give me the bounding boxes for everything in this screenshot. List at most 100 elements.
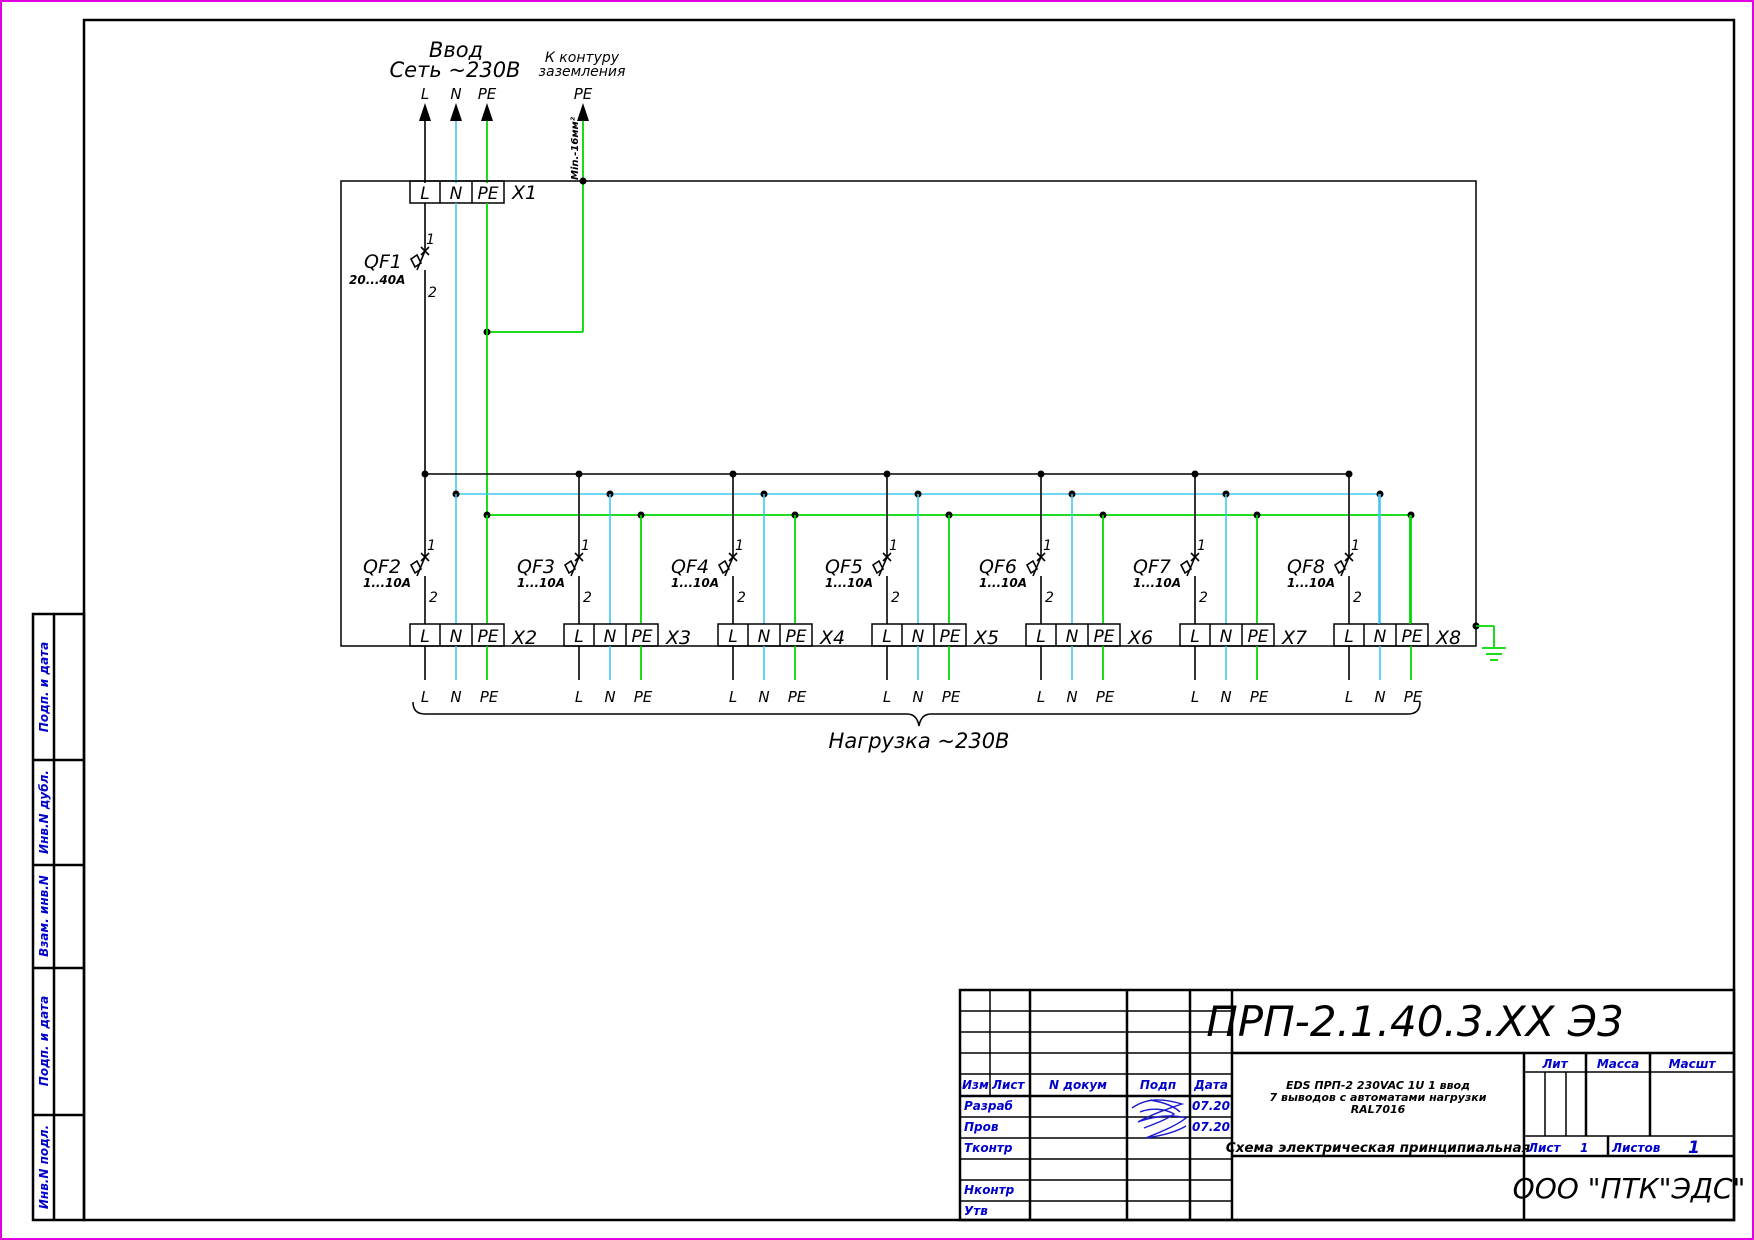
signature-icon (1131, 1099, 1188, 1139)
out-8-pin-1: 1 (1351, 538, 1360, 554)
out-5-cell-n: N (912, 627, 925, 647)
out-5-out-label-n: N (912, 688, 923, 706)
out-6-breaker-trip (1025, 559, 1039, 575)
input-wiring (424, 121, 587, 336)
enclosure-ground (1472, 622, 1506, 661)
out-8-pin-2: 2 (1353, 590, 1362, 606)
out-5-breaker-name: QF5 (825, 556, 863, 578)
tb-desc-2: 7 выводов с автоматами нагрузки (1270, 1091, 1487, 1104)
out-2-breaker-x2 (420, 552, 430, 562)
qf1-rating: 20...40A (349, 273, 405, 287)
out-3-breaker-rating: 1...10A (517, 576, 565, 590)
out-7-terminal-label: X7 (1281, 627, 1307, 649)
out-6-breaker-name: QF6 (979, 556, 1017, 578)
title-block: Изм Лист N докум Подп Дата Разраб Пров Т… (958, 988, 1745, 1222)
out-8-cell-n: N (1374, 627, 1387, 647)
out-2-breaker-rating: 1...10A (363, 576, 411, 590)
side-label-4: Подп. и дата (37, 996, 51, 1086)
out-8-out-label-n: N (1374, 688, 1385, 706)
out-6-breaker-x2 (1036, 552, 1046, 562)
tb-sheet-num: 1 (1580, 1141, 1588, 1155)
out-7-breaker-name: QF7 (1133, 556, 1171, 578)
out-7-pin-2: 2 (1199, 590, 1208, 606)
out-7-breaker-rating: 1...10A (1133, 576, 1181, 590)
tb-row-prov: Пров (964, 1120, 999, 1134)
out-2-terminal (409, 623, 505, 647)
input-label-n: N (450, 85, 461, 103)
load-label: Нагрузка ~230В (829, 729, 1010, 753)
tb-date-2: 07.20 (1192, 1120, 1230, 1134)
out-4-pin-2: 2 (737, 590, 746, 606)
out-3-cell-l: L (574, 627, 583, 647)
arrow-ground-icon (577, 103, 589, 121)
tb-desc-1: EDS ПРП-2 230VAC 1U 1 ввод (1286, 1079, 1470, 1092)
tb-col-list: Лист (991, 1078, 1025, 1092)
out-2-pin-2: 2 (429, 590, 438, 606)
out-3-breaker-name: QF3 (517, 556, 555, 578)
out-6-cell-n: N (1066, 627, 1079, 647)
out-6-pin-2: 2 (1045, 590, 1054, 606)
out-3-breaker-trip (563, 559, 577, 575)
tb-row-tkontr: Тконтр (964, 1141, 1013, 1155)
tb-sheet-label: Лист (1527, 1141, 1561, 1155)
qf1-label: QF1 (364, 251, 402, 273)
out-4-breaker-trip (717, 559, 731, 575)
out-4-breaker-blade (724, 556, 734, 577)
side-label-5: Инв.N подл. (37, 1125, 51, 1209)
tb-lit: Лит (1541, 1057, 1568, 1071)
tb-desc-3: RAL7016 (1351, 1103, 1406, 1116)
out-6-terminal-label: X6 (1127, 627, 1153, 649)
out-6-out-label-l: L (1037, 688, 1045, 706)
tb-sheets-label: Листов (1611, 1141, 1661, 1155)
x1-cell-l: L (420, 184, 429, 204)
out-5-pin-1: 1 (889, 538, 898, 554)
out-2-cell-l: L (420, 627, 429, 647)
out-5-cell-pe: PE (940, 627, 961, 647)
out-8-terminal-label: X8 (1435, 627, 1461, 649)
out-7-breaker-trip (1179, 559, 1193, 575)
out-4-breaker-name: QF4 (671, 556, 709, 578)
out-5-breaker-trip (871, 559, 885, 575)
arrow-pe-icon (481, 103, 493, 121)
ground-title-1: К контуру (545, 50, 620, 66)
out-5-out-label-l: L (883, 688, 891, 706)
out-4-cell-pe: PE (786, 627, 807, 647)
qf1-pin-2: 2 (428, 285, 437, 301)
out-5-pin-2: 2 (891, 590, 900, 606)
out-4-breaker-rating: 1...10A (671, 576, 719, 590)
out-3-out-label-l: L (575, 688, 583, 706)
out-8-out-label-l: L (1345, 688, 1353, 706)
out-5-terminal-label: X5 (973, 627, 999, 649)
tb-row-razrab: Разраб (964, 1099, 1013, 1113)
out-3-pin-1: 1 (581, 538, 590, 554)
qf1-pin-1: 1 (426, 232, 435, 248)
out-3-pin-2: 2 (583, 590, 592, 606)
ground-label-pe: PE (574, 85, 593, 103)
tb-date-1: 07.20 (1192, 1099, 1230, 1113)
tb-col-ndoc: N докум (1049, 1078, 1107, 1092)
out-2-breaker-name: QF2 (363, 556, 401, 578)
out-8-breaker-rating: 1...10A (1287, 576, 1335, 590)
tb-mass: Масса (1597, 1057, 1639, 1071)
out-8-breaker-blade (1340, 556, 1350, 577)
out-6-cell-l: L (1036, 627, 1045, 647)
out-2-terminal-label: X2 (511, 627, 537, 649)
input-title: Ввод (429, 38, 483, 62)
out-4-terminal (717, 623, 813, 647)
ground-title-2: заземления (539, 64, 626, 80)
out-2-cell-n: N (450, 627, 463, 647)
out-5-out-label-pe: PE (942, 688, 961, 706)
arrow-n-icon (450, 103, 462, 121)
out-8-breaker-trip (1333, 559, 1347, 575)
input-label-l: L (421, 85, 429, 103)
out-7-out-label-pe: PE (1250, 688, 1269, 706)
side-label-2: Инв.N дубл. (37, 770, 51, 854)
input-label-pe: PE (478, 85, 497, 103)
out-6-cell-pe: PE (1094, 627, 1115, 647)
out-7-out-label-l: L (1191, 688, 1199, 706)
out-3-breaker-x2 (574, 552, 584, 562)
out-5-breaker-x2 (882, 552, 892, 562)
out-5-cell-l: L (882, 627, 891, 647)
out-7-cell-l: L (1190, 627, 1199, 647)
